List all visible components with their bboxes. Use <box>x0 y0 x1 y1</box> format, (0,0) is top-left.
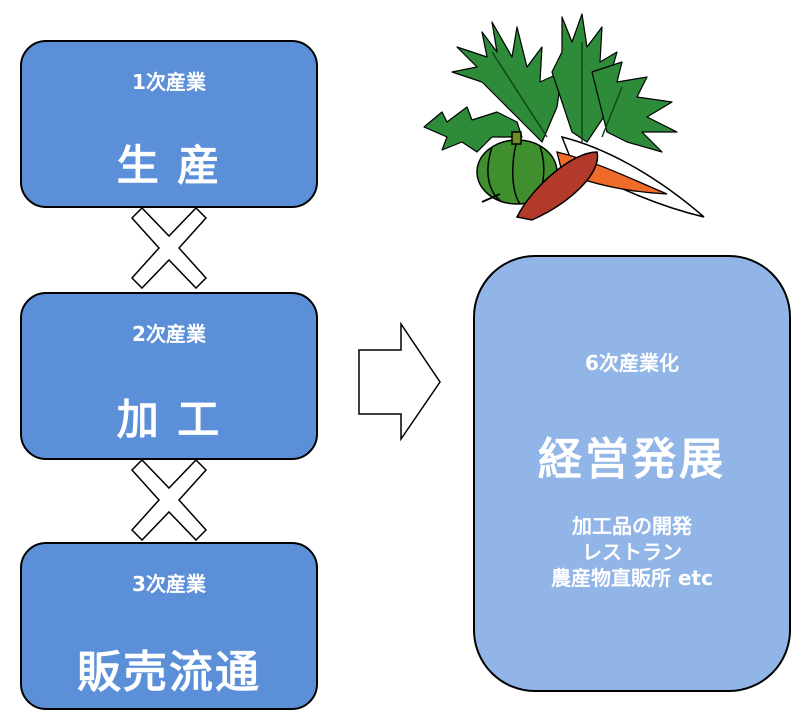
multiply-icon <box>130 206 208 290</box>
right-arrow-icon <box>358 322 441 442</box>
result-item: 加工品の開発 <box>572 514 692 538</box>
stage-box-secondary: 2次産業 加 工 <box>20 292 318 460</box>
result-title: 経営発展 <box>538 434 726 485</box>
stage-label-tertiary: 3次産業 <box>132 572 206 596</box>
stage-label-secondary: 2次産業 <box>132 322 206 346</box>
stage-title-production: 生 産 <box>116 141 222 190</box>
stage-title-processing: 加 工 <box>116 395 222 444</box>
multiply-icon <box>130 458 208 542</box>
result-item: レストラン <box>582 540 682 564</box>
stage-title-distribution: 販売流通 <box>77 647 261 698</box>
result-items: 加工品の開発 レストラン 農産物直販所 etc <box>475 513 789 591</box>
result-label: 6次産業化 <box>585 351 679 375</box>
stage-box-primary: 1次産業 生 産 <box>20 40 318 208</box>
result-box: 6次産業化 経営発展 加工品の開発 レストラン 農産物直販所 etc <box>473 255 791 692</box>
stage-label-primary: 1次産業 <box>132 70 206 94</box>
vegetables-illustration <box>423 13 705 221</box>
result-item: 農産物直販所 etc <box>551 566 713 590</box>
stage-box-tertiary: 3次産業 販売流通 <box>20 542 318 710</box>
